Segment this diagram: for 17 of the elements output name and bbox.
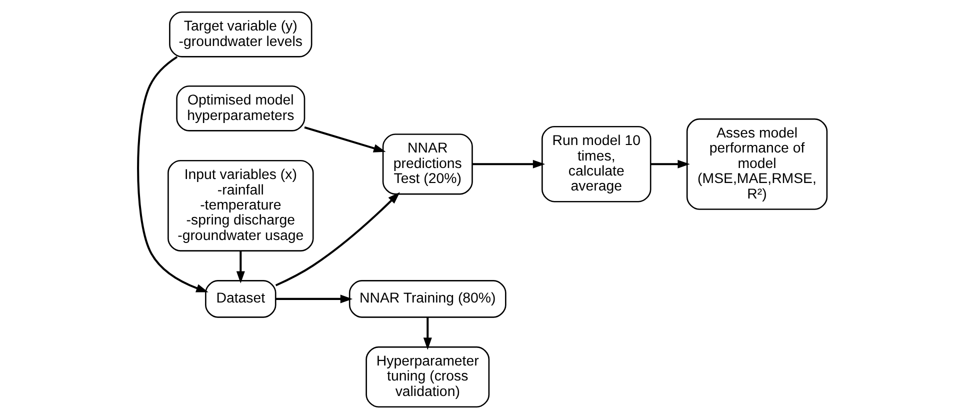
arrow <box>275 192 400 286</box>
arrow <box>137 56 208 292</box>
node-box: Dataset <box>205 280 276 318</box>
node-box: Asses model performance of model (MSE,MAE,RMSE, R²) <box>686 118 828 210</box>
arrow <box>304 126 386 152</box>
node-box: Run model 10 times, calculate average <box>542 126 652 202</box>
node-box: NNAR predictions Test (20%) <box>382 134 473 195</box>
arrow <box>423 317 432 350</box>
node-box: Optimised model hyperparameters <box>176 85 306 132</box>
node-box: Hyperparameter tuning (cross validation) <box>366 346 490 408</box>
arrow <box>650 160 690 168</box>
arrow <box>472 160 546 168</box>
node-box: Target variable (y) -groundwater levels <box>169 11 312 58</box>
arrow <box>276 294 353 304</box>
node-box: NNAR Training (80%) <box>348 280 506 318</box>
node-box: Input variables (x) -rainfall -temperature -spring discharge -groundwater usage <box>168 160 314 252</box>
arrow <box>236 250 245 284</box>
